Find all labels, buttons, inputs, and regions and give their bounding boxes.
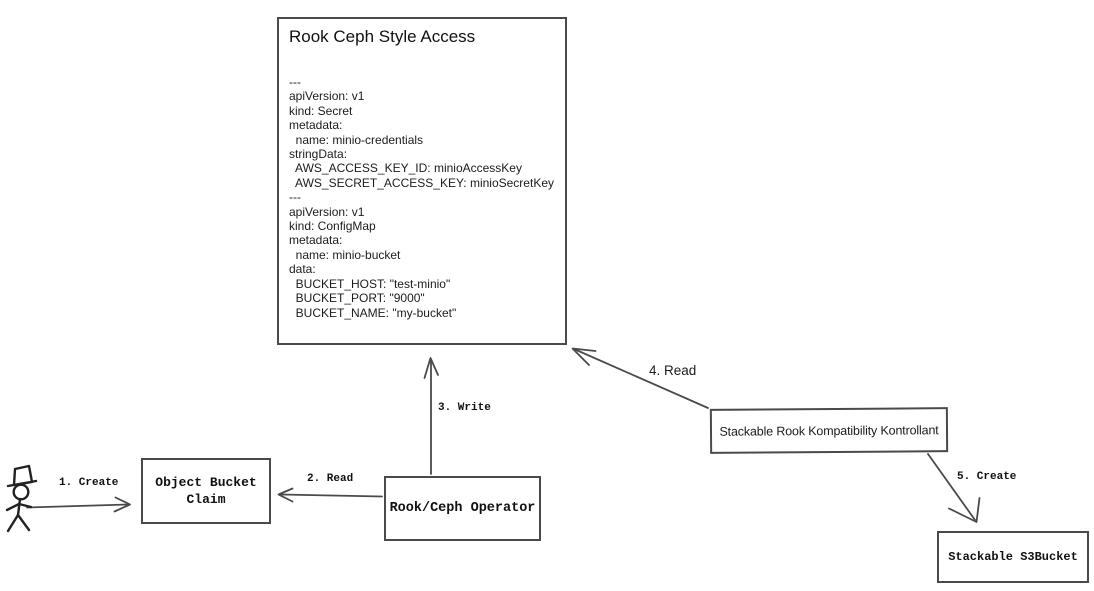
- edge-label-5-create: 5. Create: [957, 471, 1017, 483]
- arrow-5-create: [927, 453, 981, 523]
- yaml-line: name: minio-credentials: [289, 132, 424, 147]
- yaml-line: metadata:: [289, 233, 343, 248]
- arrow-3-write: [423, 357, 439, 475]
- yaml-line: BUCKET_NAME: "my-bucket": [289, 305, 457, 320]
- edge-label-2-read: 2. Read: [307, 473, 354, 485]
- edge-label-1-create: 1. Create: [59, 477, 119, 489]
- yaml-line: kind: ConfigMap: [289, 219, 376, 234]
- yaml-line: BUCKET_PORT: "9000": [289, 291, 425, 306]
- rook-ceph-style-access-box: Rook Ceph Style Access ---apiVersion: v1…: [277, 17, 567, 345]
- node-stackable-kontrollant: Stackable Rook Kompatibility Kontrollant: [709, 407, 949, 454]
- yaml-line: ---: [289, 190, 301, 205]
- yaml-line: ---: [289, 75, 301, 89]
- yaml-line: name: minio-bucket: [289, 247, 401, 262]
- yaml-line: apiVersion: v1: [289, 204, 365, 219]
- rook-box-title: Rook Ceph Style Access: [289, 27, 476, 46]
- yaml-line: AWS_SECRET_ACCESS_KEY: minioSecretKey: [289, 175, 554, 190]
- node-rook-ceph-operator: Rook/Ceph Operator: [384, 476, 541, 541]
- edge-label-4-read: 4. Read: [649, 363, 697, 378]
- yaml-line: kind: Secret: [289, 103, 353, 118]
- yaml-line: data:: [289, 262, 316, 277]
- arrow-2-read: [277, 487, 383, 503]
- node-object-bucket-claim: Object Bucket Claim: [141, 458, 271, 524]
- yaml-line: apiVersion: v1: [289, 89, 365, 104]
- yaml-line: AWS_ACCESS_KEY_ID: minioAccessKey: [289, 161, 522, 176]
- arrow-4-read: [571, 347, 709, 409]
- yaml-line: metadata:: [289, 118, 343, 133]
- node-stackable-s3bucket: Stackable S3Bucket: [937, 531, 1089, 583]
- yaml-line: BUCKET_HOST: "test-minio": [289, 276, 451, 291]
- stick-figure-icon: [5, 464, 38, 533]
- yaml-line: stringData:: [289, 147, 348, 162]
- edge-label-3-write: 3. Write: [438, 402, 491, 414]
